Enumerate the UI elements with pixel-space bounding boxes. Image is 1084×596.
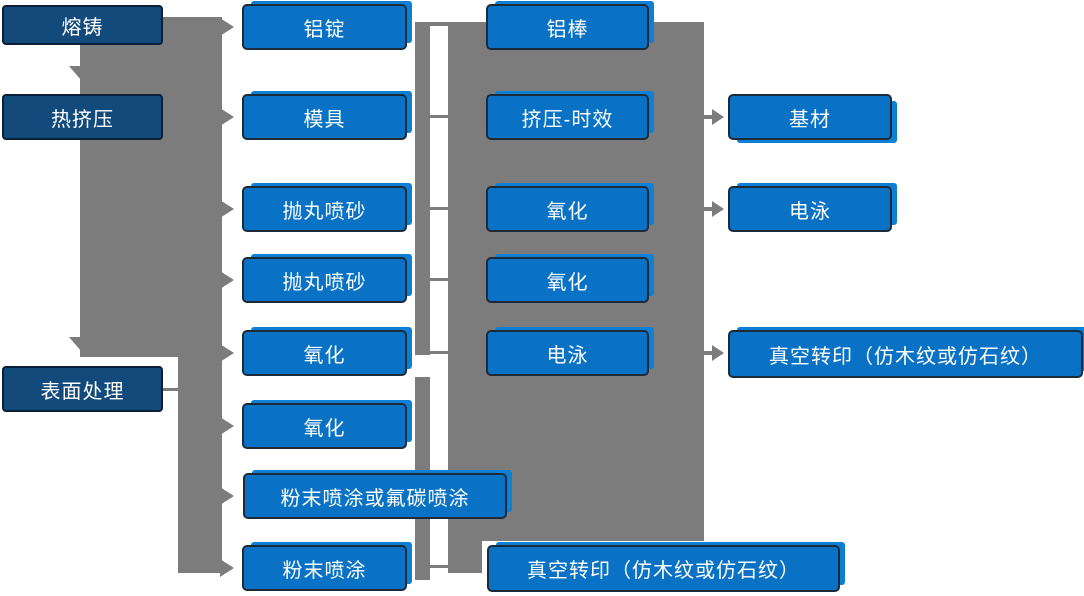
node-oxidation-3: 氧化 [486, 186, 649, 232]
node-powder-or-fluorocarbon: 粉末喷涂或氟碳喷涂 [243, 473, 507, 519]
node-shot-blasting-1: 抛丸喷砂 [242, 186, 407, 232]
node-aluminum-rod: 铝棒 [486, 4, 649, 50]
node-powder-coating: 粉末喷涂 [242, 545, 407, 591]
left-flow-band [69, 17, 234, 577]
arrows-into-column-4 [703, 109, 724, 361]
node-electrophoresis-2: 电泳 [728, 186, 892, 232]
node-surface-treatment: 表面处理 [2, 366, 163, 412]
node-mold: 模具 [242, 94, 407, 140]
node-hot-extrusion: 热挤压 [2, 94, 163, 140]
arrows-into-column-2 [220, 18, 234, 577]
surface-treatment-stub [163, 388, 180, 391]
node-electrophoresis-1: 电泳 [486, 330, 649, 376]
node-vacuum-transfer-right: 真空转印（仿木纹或仿石纹） [728, 330, 1083, 378]
down-arrow-to-hot-extrusion [69, 66, 93, 80]
node-shot-blasting-2: 抛丸喷砂 [242, 257, 407, 303]
node-oxidation-1: 氧化 [242, 330, 407, 376]
node-extrusion-aging: 挤压-时效 [486, 94, 649, 140]
node-vacuum-transfer-bottom: 真空转印（仿木纹或仿石纹） [487, 545, 840, 592]
node-oxidation-4: 氧化 [486, 257, 649, 303]
node-oxidation-2: 氧化 [242, 403, 407, 449]
node-melting-casting: 熔铸 [2, 5, 163, 45]
node-base-material: 基材 [728, 94, 892, 140]
down-arrow-to-surface-treatment [69, 337, 93, 351]
node-aluminum-ingot: 铝锭 [242, 4, 407, 50]
